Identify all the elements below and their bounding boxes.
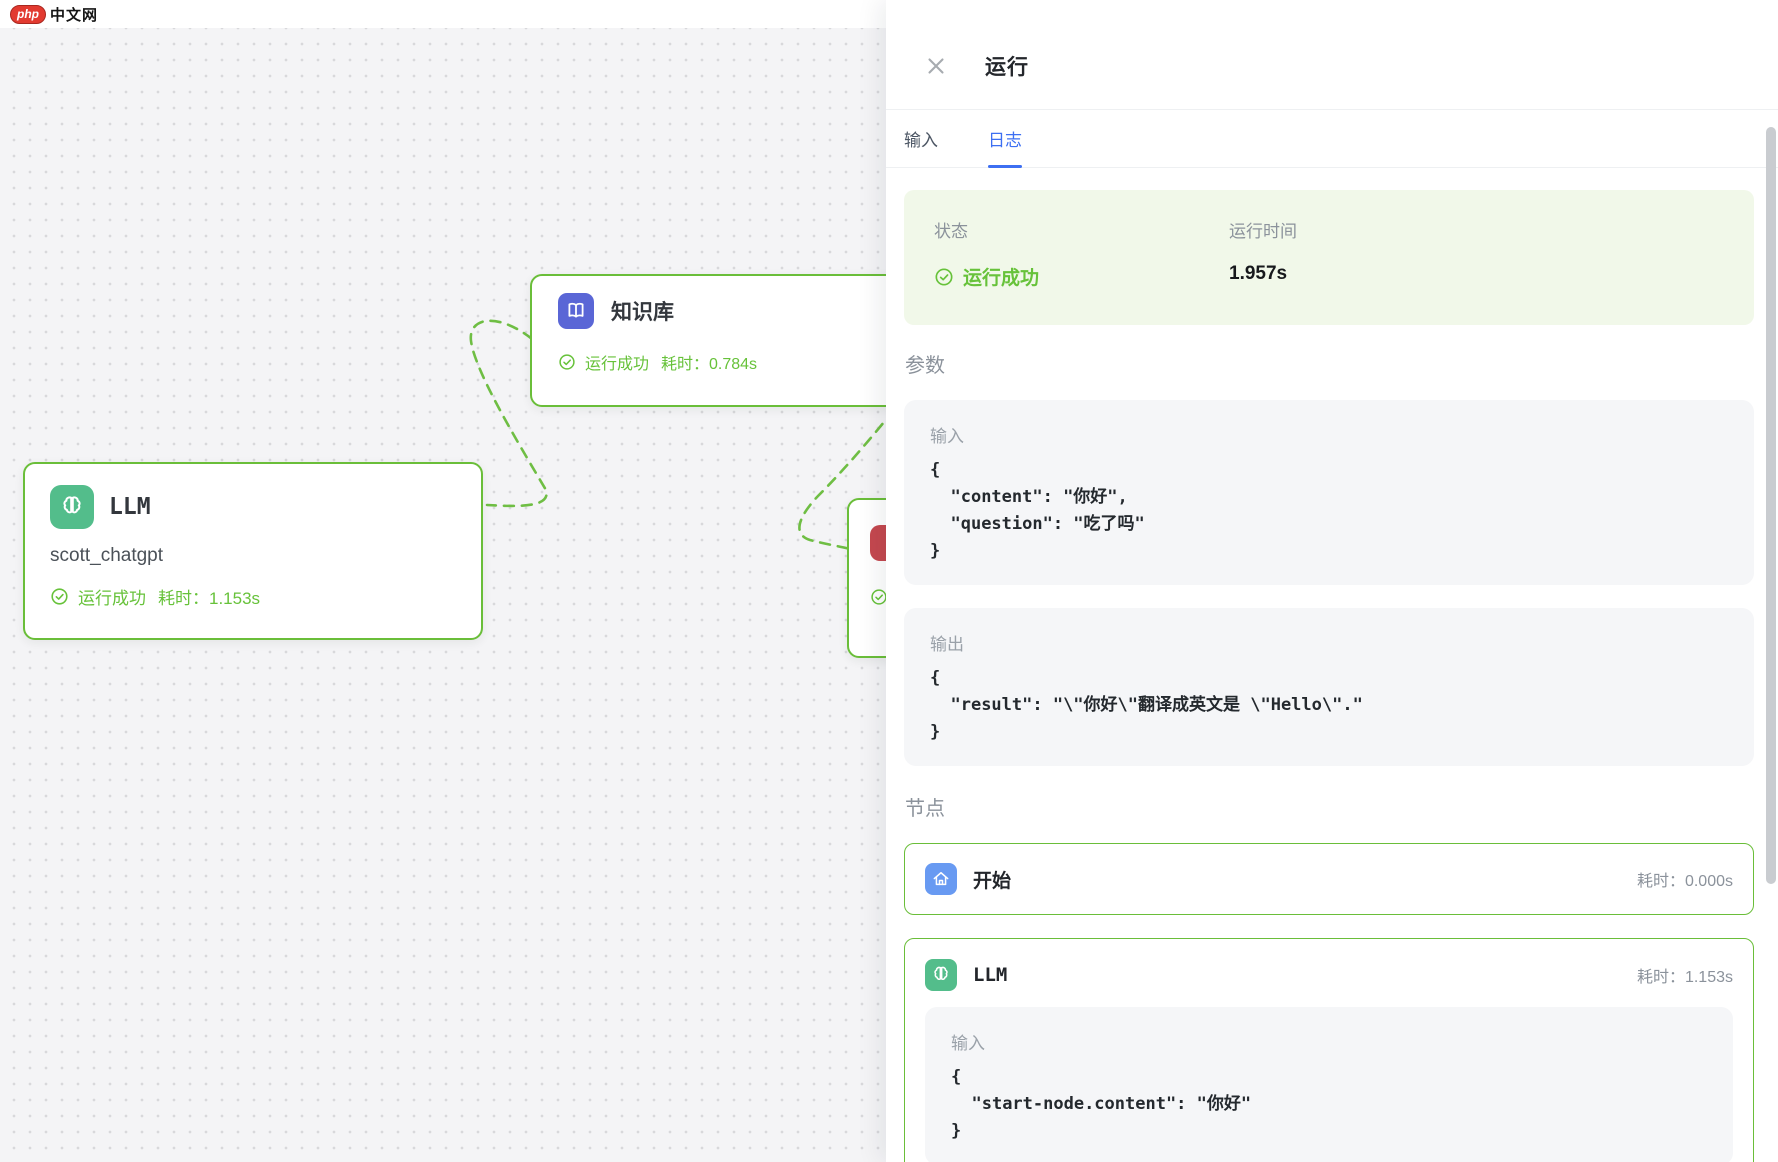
run-summary-card: 状态 运行成功 运行时间 1.957s	[904, 190, 1754, 325]
node-title: 知识库	[611, 301, 674, 324]
node-duration: 耗时：0.784s	[661, 356, 758, 373]
node-result-llm[interactable]: LLM 耗时：1.153s 输入 { "start-node.content":…	[904, 938, 1754, 1162]
node-status-text: 运行成功	[585, 356, 650, 373]
run-time-label: 运行时间	[1229, 222, 1297, 241]
status-label: 状态	[934, 222, 968, 241]
panel-tabs: 输入 日志	[886, 110, 1778, 168]
node-result-duration: 耗时：1.153s	[1636, 969, 1733, 986]
node-result-title: 开始	[973, 870, 1012, 892]
site-logo-label: 中文网	[50, 6, 99, 24]
brain-icon	[50, 485, 94, 529]
node-result-duration: 耗时：0.000s	[1636, 873, 1733, 890]
panel-scrollbar-thumb[interactable]	[1766, 127, 1776, 884]
node-status: 运行成功 耗时：1.153s	[50, 584, 456, 609]
llm-input-json: { "start-node.content": "你好" }	[951, 1067, 1252, 1141]
run-panel-header: 运行	[886, 0, 1778, 110]
node-result-start[interactable]: 开始 耗时：0.000s	[904, 843, 1754, 915]
check-circle-icon	[870, 588, 886, 606]
node-status: 运行成功	[870, 585, 886, 609]
red-node-icon	[870, 525, 886, 561]
nodes-heading: 节点	[905, 798, 945, 820]
params-output-block: 输出 { "result": "\"你好\"翻译成英文是 \"Hello\"."…	[904, 608, 1754, 766]
node-status: 运行成功 耗时：0.784s	[558, 350, 886, 374]
status-value: 运行成功	[963, 268, 1040, 289]
brain-icon	[925, 959, 957, 991]
node-duration: 耗时：1.153s	[158, 589, 261, 608]
node-subtitle: scott_chatgpt	[50, 545, 164, 566]
tab-log[interactable]: 日志	[988, 110, 1022, 168]
input-json: { "content": "你好", "question": "吃了吗" }	[930, 460, 1145, 561]
output-label: 输出	[930, 635, 964, 654]
input-label: 输入	[930, 427, 964, 446]
params-heading: 参数	[905, 355, 945, 377]
home-icon	[925, 863, 957, 895]
tab-input[interactable]: 输入	[904, 131, 938, 150]
panel-body: 状态 运行成功 运行时间 1.957s 参数	[886, 169, 1778, 1162]
node-title: LLM	[109, 494, 151, 520]
input-label: 输入	[951, 1034, 985, 1053]
llm-input-block: 输入 { "start-node.content": "你好" }	[925, 1007, 1733, 1162]
params-input-block: 输入 { "content": "你好", "question": "吃了吗" …	[904, 400, 1754, 585]
node-result-title: LLM	[973, 964, 1008, 986]
run-time-value: 1.957s	[1229, 263, 1288, 284]
close-icon[interactable]	[923, 53, 949, 79]
check-circle-icon	[934, 267, 954, 287]
node-status-text: 运行成功	[78, 589, 146, 608]
book-icon	[558, 293, 594, 329]
node-knowledge-base[interactable]: 知识库 运行成功 耗时：0.784s	[530, 274, 886, 407]
site-logo[interactable]: php 中文网	[10, 4, 98, 25]
panel-title: 运行	[985, 55, 1029, 79]
node-partial-hidden[interactable]: 运行成功	[847, 498, 886, 658]
node-llm[interactable]: LLM scott_chatgpt 运行成功 耗时：1.153s	[23, 462, 483, 640]
check-circle-icon	[50, 587, 69, 606]
run-panel: 运行 输入 日志 状态 运行成功	[886, 0, 1778, 1162]
check-circle-icon	[558, 353, 576, 371]
output-json: { "result": "\"你好\"翻译成英文是 \"Hello\"." }	[930, 668, 1363, 742]
workflow-canvas[interactable]: 知识库 运行成功 耗时：0.784s	[0, 28, 886, 1162]
php-logo-badge: php	[10, 4, 46, 24]
